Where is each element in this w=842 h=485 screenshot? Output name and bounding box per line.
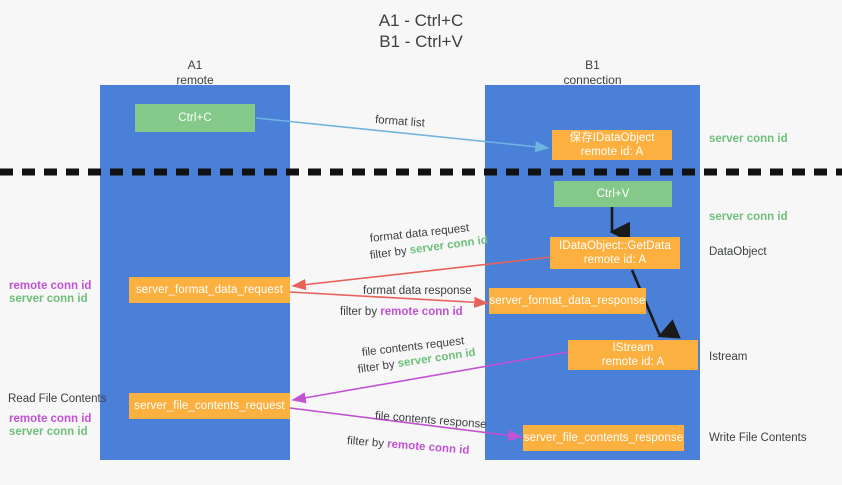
note-istream: Istream	[709, 351, 748, 363]
filter-prefix: filter by	[340, 306, 381, 318]
note-server-conn-id-1: server conn id	[9, 293, 88, 305]
note-server-conn-id-2: server conn id	[9, 426, 88, 438]
edge-label-format-data-response-filter: filter by remote conn id	[340, 305, 463, 320]
note-server-conn-id-top: server conn id	[709, 133, 788, 145]
lane-header-a1: A1 remote	[176, 58, 214, 87]
edge-label-file-contents-response-filter: filter by remote conn id	[346, 434, 470, 459]
note-write-file-contents: Write File Contents	[709, 432, 807, 444]
note-remote-conn-id-1: remote conn id	[9, 280, 92, 292]
note-read-file-contents: Read File Contents	[8, 393, 107, 405]
box-server-format-data-response[interactable]: server_format_data_response	[489, 288, 646, 314]
filter-prefix: filter by	[369, 244, 411, 262]
box-server-file-contents-response[interactable]: server_file_contents_response	[523, 425, 684, 451]
box-save-idataobject[interactable]: 保存IDataObject remote id: A	[552, 130, 672, 160]
edge-label-format-data-response: format data response	[363, 285, 472, 297]
box-server-file-contents-request[interactable]: server_file_contents_request	[129, 393, 290, 419]
box-istream[interactable]: IStream remote id: A	[568, 340, 698, 370]
edge-label-file-contents-response: file contents response	[374, 410, 488, 431]
page-title: A1 - Ctrl+C B1 - Ctrl+V	[378, 11, 464, 51]
box-idataobject-getdata[interactable]: IDataObject::GetData remote id: A	[550, 237, 680, 269]
note-server-conn-id-mid: server conn id	[709, 211, 788, 223]
box-server-format-data-request[interactable]: server_format_data_request	[129, 277, 290, 303]
filter-prefix: filter by	[346, 435, 388, 451]
edge-label-format-list: format list	[374, 114, 426, 130]
filter-value-remote-conn-id: remote conn id	[386, 438, 470, 457]
filter-value-remote-conn-id: remote conn id	[380, 306, 463, 318]
box-ctrl-v[interactable]: Ctrl+V	[554, 181, 672, 207]
lane-header-b1: B1 connection	[563, 58, 622, 87]
note-remote-conn-id-2: remote conn id	[9, 413, 92, 425]
note-dataobject: DataObject	[709, 246, 767, 258]
box-ctrl-c[interactable]: Ctrl+C	[135, 104, 255, 132]
